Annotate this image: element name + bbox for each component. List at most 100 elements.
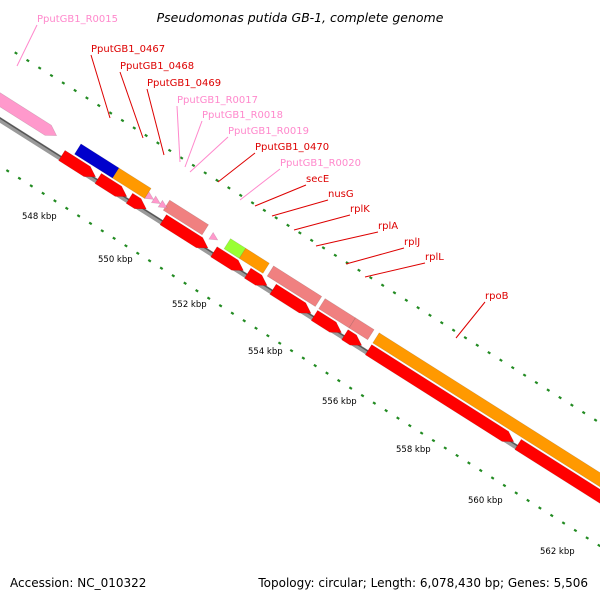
- track-dot: [191, 163, 196, 168]
- track-dot: [179, 156, 184, 160]
- track-dot: [64, 206, 69, 211]
- leader-line: [146, 88, 165, 156]
- track-dot: [487, 350, 491, 355]
- kbp-label: 548 kbp: [22, 212, 57, 222]
- track-dot: [301, 356, 306, 360]
- leader-line: [184, 120, 203, 168]
- track-dot: [396, 416, 400, 420]
- track-dot: [17, 176, 22, 181]
- track-dot: [203, 171, 208, 175]
- rna-feature-r0015: [0, 92, 58, 136]
- track-dot: [195, 289, 199, 293]
- track-dot: [570, 403, 574, 407]
- rna-feature-r0017: [144, 191, 155, 200]
- track-dot: [277, 341, 282, 345]
- track-dot: [549, 513, 554, 518]
- kbp-label: 550 kbp: [98, 255, 133, 265]
- cds-arrow-j: [364, 344, 515, 443]
- track-dot: [348, 386, 353, 390]
- track-dot: [262, 208, 267, 213]
- gene-label: PputGB1_0468: [120, 61, 194, 72]
- track-dot: [502, 483, 507, 488]
- track-dot: [490, 476, 495, 480]
- track-dot: [120, 118, 125, 123]
- track-dot: [156, 141, 160, 145]
- map-title: Pseudomonas putida GB-1, complete genome: [156, 10, 444, 25]
- kbp-label: 556 kbp: [322, 397, 357, 407]
- cds-arrow-i: [341, 329, 363, 346]
- track-dot: [227, 186, 231, 190]
- leader-line: [217, 152, 256, 183]
- track-dot: [534, 380, 539, 385]
- rna-feature-r0020: [208, 231, 219, 241]
- track-dot: [561, 521, 566, 525]
- gene-label: PputGB1_R0018: [202, 110, 283, 121]
- track-dot: [325, 371, 329, 375]
- rna-feature-r0019: [157, 199, 168, 209]
- track-dot: [206, 296, 211, 300]
- track-dot: [514, 491, 519, 495]
- leader-line: [345, 247, 405, 265]
- track-dot: [360, 393, 365, 398]
- track-dot: [254, 326, 258, 330]
- leader-line: [271, 199, 329, 217]
- track-dot: [309, 238, 314, 243]
- leader-line: [176, 105, 181, 163]
- accession-text: Accession: NC_010322: [10, 576, 147, 590]
- cds-arrow-h: [310, 309, 342, 333]
- cds-arrow-f: [244, 267, 268, 286]
- track-dot: [49, 73, 54, 78]
- leader-line: [364, 262, 426, 278]
- gene-label: rplK: [350, 204, 370, 215]
- leader-line: [16, 24, 38, 67]
- track-dot: [313, 363, 318, 368]
- kbp-label: 562 kbp: [540, 547, 575, 557]
- track-dot: [230, 311, 235, 315]
- track-dot: [167, 148, 172, 153]
- leader-line: [189, 136, 229, 173]
- track-dot: [407, 423, 412, 428]
- gene-label: rplA: [378, 221, 398, 232]
- gene-label: PputGB1_R0017: [177, 95, 258, 106]
- track-dot: [88, 221, 93, 226]
- track-dot: [416, 306, 420, 310]
- track-dot: [124, 244, 128, 248]
- cds-arrow-a: [58, 149, 97, 178]
- track-dot: [431, 438, 436, 443]
- track-dot: [336, 378, 341, 383]
- track-dot: [573, 528, 578, 533]
- cds-feature-rpob: [372, 332, 600, 488]
- leader-line: [239, 168, 281, 201]
- cds-arrow-g: [269, 283, 312, 314]
- kbp-label: 554 kbp: [248, 347, 283, 357]
- track-dot: [61, 81, 66, 85]
- track-dot: [510, 365, 515, 370]
- track-dot: [522, 373, 527, 377]
- track-dot: [73, 88, 77, 93]
- track-dot: [372, 401, 377, 405]
- track-dot: [392, 291, 397, 295]
- gene-label: rpoB: [485, 291, 509, 302]
- track-dot: [443, 446, 448, 450]
- track-dot: [585, 536, 590, 540]
- cds-arrow-k: [514, 438, 600, 504]
- track-dot: [238, 193, 243, 198]
- cds-feature-rplk: [266, 265, 323, 307]
- track-dot: [242, 318, 247, 323]
- track-dot: [478, 468, 483, 473]
- track-dot: [100, 229, 105, 233]
- track-dot: [85, 96, 89, 100]
- gene-label: PputGB1_0469: [147, 78, 221, 89]
- track-dot: [297, 231, 302, 235]
- track-dot: [41, 191, 45, 196]
- gene-label: nusG: [328, 189, 354, 200]
- kbp-label: 552 kbp: [172, 300, 207, 310]
- gene-label: secE: [306, 174, 329, 185]
- track-dot: [499, 358, 503, 362]
- rna-feature-r0018: [150, 195, 161, 205]
- track-dot: [266, 333, 270, 338]
- track-dot: [463, 335, 468, 340]
- gene-label: PputGB1_0470: [255, 142, 329, 153]
- track-dot: [159, 266, 164, 271]
